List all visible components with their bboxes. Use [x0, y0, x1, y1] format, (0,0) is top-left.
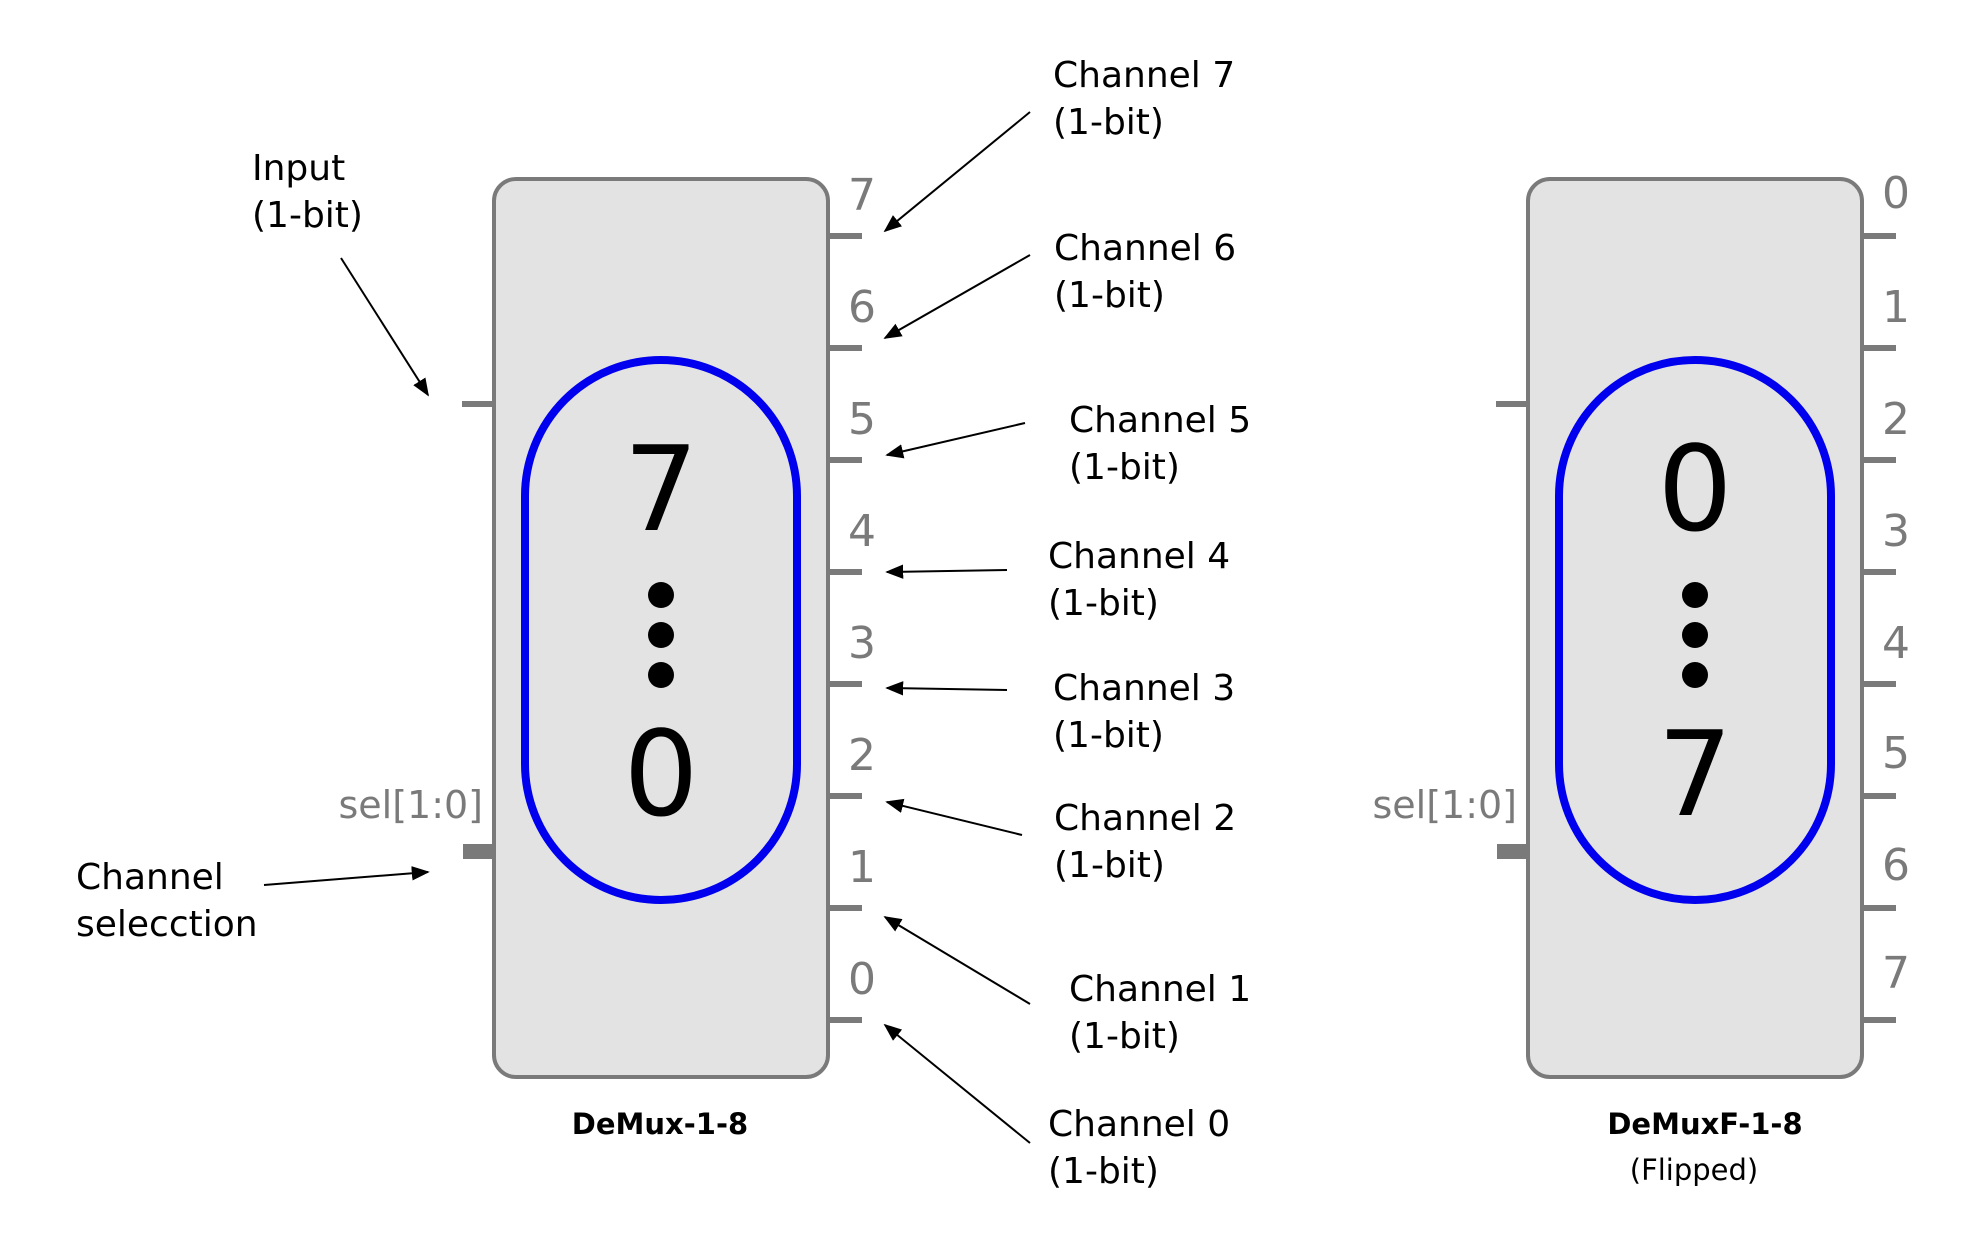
channel-label: Channel 7: [1053, 55, 1235, 96]
right-pin-number: 3: [1882, 506, 1910, 557]
channel-sublabel: (1-bit): [1054, 845, 1165, 886]
channel-label: Channel 1: [1069, 969, 1251, 1010]
selection-label-line: selecction: [76, 904, 258, 945]
left-bottom-digit: 0: [623, 705, 698, 843]
right-pin-numbers: 0 1 2 3 4 5 6 7: [1882, 168, 1910, 999]
input-annotation: Input (1-bit): [252, 148, 429, 397]
channel-sublabel: (1-bit): [1069, 1016, 1180, 1057]
channel-label: Channel 5: [1069, 400, 1251, 441]
channel-arrow: [885, 564, 1008, 579]
left-pin-number: 1: [848, 842, 876, 893]
right-ellipsis-dot: [1682, 662, 1708, 688]
right-bottom-digit: 7: [1657, 705, 1732, 843]
channel-label: Channel 0: [1048, 1104, 1230, 1145]
right-output-pins: [1862, 233, 1896, 1023]
input-arrow: [340, 257, 429, 397]
left-pin-number: 7: [848, 170, 876, 221]
right-pin-number: 1: [1882, 282, 1910, 333]
channel-sublabel: (1-bit): [1048, 1151, 1159, 1192]
left-pin-numbers: 7 6 5 4 3 2 1 0: [848, 170, 876, 1005]
channel-sublabel: (1-bit): [1048, 583, 1159, 624]
selection-label-line: Channel: [76, 857, 224, 898]
channel-sublabel: (1-bit): [1053, 715, 1164, 756]
channel-arrow: [885, 798, 1023, 836]
channel-arrow: [883, 1023, 1031, 1144]
channel-arrow: [883, 111, 1031, 233]
right-blue-pill: [1555, 356, 1835, 904]
left-sel-label: sel[1:0]: [338, 783, 483, 827]
left-pin-number: 3: [848, 618, 876, 669]
channel-label: Channel 6: [1054, 228, 1236, 269]
right-pin-number: 7: [1882, 948, 1910, 999]
left-pin-number: 4: [848, 506, 876, 557]
left-output-pins: [828, 233, 862, 1023]
channel-arrow: [883, 916, 1031, 1005]
selection-annotation: Channel selecction: [76, 857, 430, 945]
channel-label: Channel 2: [1054, 798, 1236, 839]
channel-arrow: [885, 422, 1026, 459]
channel-arrows: [883, 111, 1031, 1144]
left-ellipsis-dot: [648, 662, 674, 688]
right-top-digit: 0: [1657, 420, 1732, 558]
channel-sublabel: (1-bit): [1069, 447, 1180, 488]
left-pin-number: 2: [848, 730, 876, 781]
right-block-title: DeMuxF-1-8: [1607, 1107, 1802, 1141]
channel-sublabel: (1-bit): [1053, 102, 1164, 143]
right-sel-pin: [1497, 844, 1528, 859]
input-label-line: (1-bit): [252, 195, 363, 236]
channel-sublabel: (1-bit): [1054, 275, 1165, 316]
right-pin-number: 6: [1882, 840, 1910, 891]
input-label-line: Input: [252, 148, 345, 189]
right-ellipsis-dot: [1682, 582, 1708, 608]
left-block-title: DeMux-1-8: [572, 1107, 748, 1141]
channel-label: Channel 4: [1048, 536, 1230, 577]
left-pin-number: 0: [848, 954, 876, 1005]
selection-arrow: [263, 866, 430, 886]
left-pin-number: 5: [848, 394, 876, 445]
right-block-subtitle: (Flipped): [1630, 1153, 1759, 1187]
channel-arrow: [885, 681, 1008, 696]
right-sel-label: sel[1:0]: [1372, 783, 1517, 827]
left-sel-pin: [463, 844, 494, 859]
right-pin-number: 5: [1882, 728, 1910, 779]
right-pin-number: 4: [1882, 618, 1910, 669]
right-ellipsis-dot: [1682, 622, 1708, 648]
channel-annotations: Channel 7 (1-bit) Channel 6 (1-bit) Chan…: [1048, 55, 1251, 1192]
left-ellipsis-dot: [648, 582, 674, 608]
channel-arrow: [883, 254, 1031, 339]
right-pin-number: 2: [1882, 394, 1910, 445]
left-ellipsis-dot: [648, 622, 674, 648]
left-blue-pill: [521, 356, 801, 904]
left-top-digit: 7: [623, 420, 698, 558]
channel-label: Channel 3: [1053, 668, 1235, 709]
demux-1-8-block: 7 0 sel[1:0] 7 6 5 4 3 2 1 0: [338, 170, 876, 1141]
right-pin-number: 0: [1882, 168, 1910, 219]
demuxf-1-8-block: 0 7 sel[1:0] 0 1 2 3 4 5 6 7 DeMuxF-: [1372, 168, 1910, 1187]
left-pin-number: 6: [848, 282, 876, 333]
